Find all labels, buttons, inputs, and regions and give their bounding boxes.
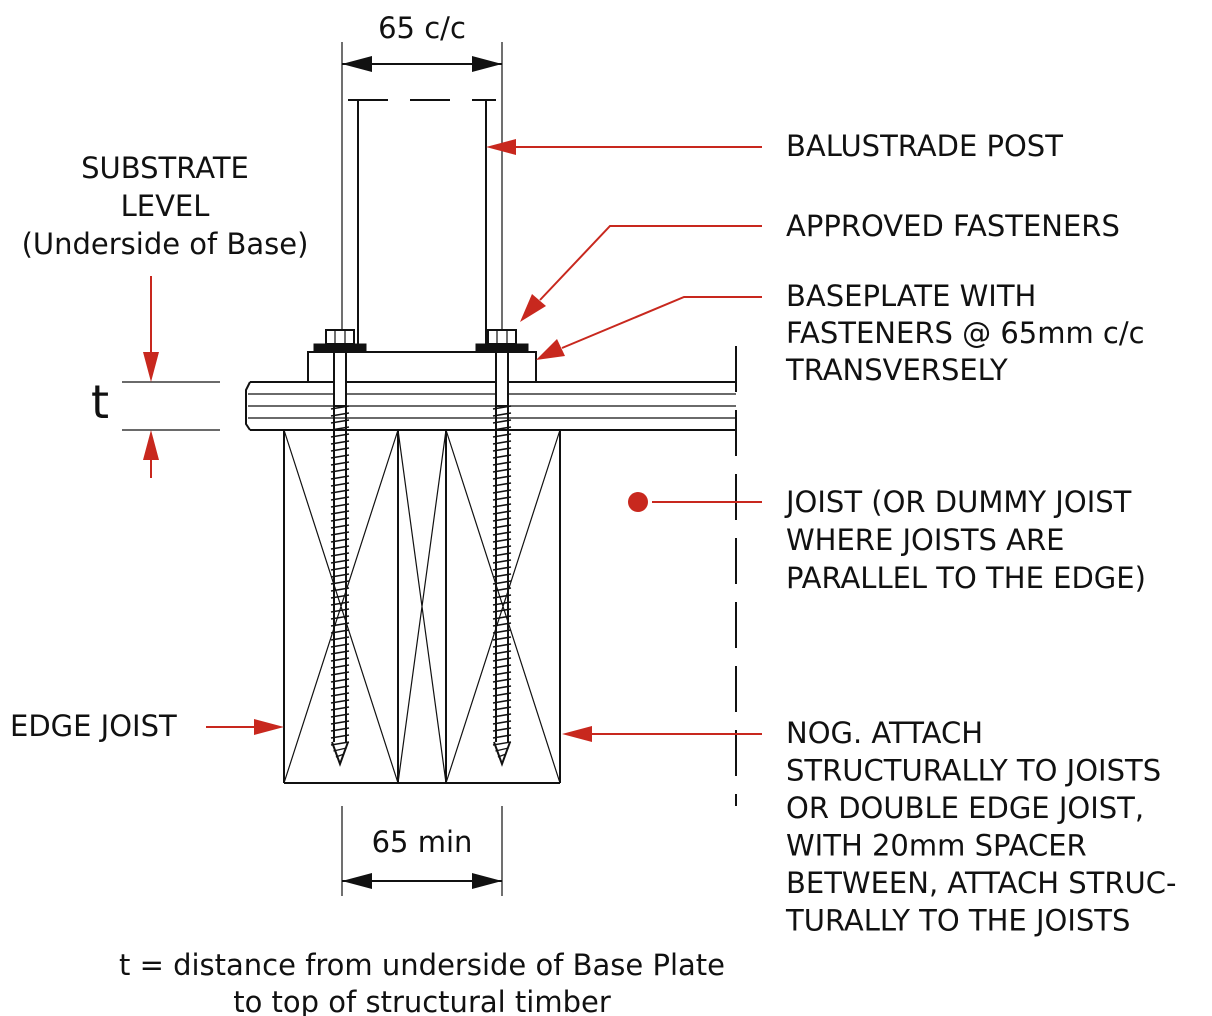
labels: SUBSTRATE LEVEL (Underside of Base) BALUSTR… — [10, 129, 1176, 1016]
approved-fasteners-label-line: APPROVED FASTENERS — [786, 209, 1120, 243]
joist-label-line: JOIST (OR DUMMY JOIST — [784, 485, 1132, 519]
footnote-line: t = distance from underside of Base Plat… — [119, 948, 725, 982]
substrate-level-label-line: (Underside of Base) — [22, 227, 309, 261]
joist-label-line: WHERE JOISTS ARE — [786, 523, 1065, 557]
top-dimension-label: 65 c/c — [378, 11, 466, 45]
baseplate-label-line: BASEPLATE WITH — [786, 279, 1036, 313]
balustrade-post-label: BALUSTRADE POST — [786, 129, 1063, 163]
balustrade-post-label-line: BALUSTRADE POST — [786, 129, 1063, 163]
joists — [283, 346, 737, 806]
joist-label-line: PARALLEL TO THE EDGE) — [786, 561, 1146, 595]
t-dimension: t — [91, 276, 220, 478]
leaders — [206, 139, 762, 742]
substrate-level-label: SUBSTRATE LEVEL (Underside of Base) — [22, 151, 309, 261]
fastener-left — [313, 329, 367, 767]
nog-label-line: STRUCTURALLY TO JOISTS — [786, 754, 1161, 788]
top-dimension: 65 c/c — [341, 11, 503, 330]
nog-label-line: OR DOUBLE EDGE JOIST, — [786, 791, 1144, 825]
t-symbol: t — [91, 375, 109, 429]
substrate-level-label-line: LEVEL — [121, 189, 210, 223]
nog-label-line: NOG. ATTACH — [786, 716, 983, 750]
nog-label-line: TURALLY TO THE JOISTS — [785, 904, 1130, 938]
substrate-board — [245, 381, 736, 431]
edge-joist-label-line: EDGE JOIST — [10, 709, 177, 743]
bottom-dimension: 65 min — [341, 806, 503, 896]
baseplate-label-line: FASTENERS @ 65mm c/c — [786, 316, 1145, 350]
baseplate-label-line: TRANSVERSELY — [785, 353, 1008, 387]
bottom-dimension-label: 65 min — [372, 825, 473, 859]
approved-fasteners-label: APPROVED FASTENERS — [786, 209, 1120, 243]
balustrade-post — [348, 99, 496, 352]
substrate-level-label-line: SUBSTRATE — [81, 151, 249, 185]
edge-joist-label: EDGE JOIST — [10, 709, 177, 743]
footnote: t = distance from underside of Base Plat… — [119, 948, 725, 1016]
footnote-line: to top of structural timber — [233, 985, 611, 1016]
nog-label-line: WITH 20mm SPACER — [786, 829, 1087, 863]
joist-label: JOIST (OR DUMMY JOIST WHERE JOISTS ARE PAR… — [784, 485, 1146, 595]
nog-label-line: BETWEEN, ATTACH STRUC- — [786, 866, 1176, 900]
fastener-right — [475, 329, 529, 767]
